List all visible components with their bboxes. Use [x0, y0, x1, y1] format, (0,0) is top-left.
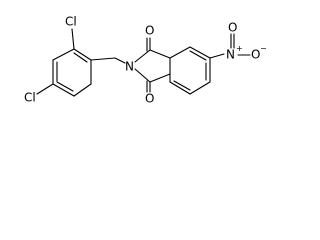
bond: [149, 73, 171, 83]
atom-n-nitro: N: [226, 48, 235, 62]
bonds: [36, 28, 251, 97]
atom-o-bottom: O: [145, 92, 154, 106]
bond: [189, 81, 211, 95]
bond: [149, 49, 171, 59]
bond: [209, 53, 225, 59]
bond: [73, 52, 88, 63]
charge-n-nitro: +: [236, 44, 243, 53]
bond: [134, 49, 151, 63]
atom-o-nitro-top: O: [228, 21, 237, 35]
bond: [52, 48, 75, 61]
bond: [189, 50, 207, 61]
bond: [73, 48, 92, 61]
bond: [114, 57, 126, 64]
bond: [73, 83, 92, 97]
atom-n-imide: N: [125, 60, 134, 74]
bond: [173, 80, 191, 91]
bond: [90, 57, 116, 61]
charge-o-nitro-right: −: [260, 44, 267, 53]
bond: [36, 83, 54, 95]
bond: [189, 46, 211, 59]
chemical-structure-diagram: Cl Cl N O O N + O O −: [24, 15, 267, 106]
atom-labels: Cl Cl N O O N + O O −: [24, 15, 267, 106]
bond: [52, 83, 75, 97]
bond: [56, 81, 74, 92]
atom-cl-top: Cl: [65, 15, 77, 29]
bond: [169, 81, 191, 95]
atom-o-top: O: [145, 24, 154, 38]
atom-o-nitro-right: O: [251, 48, 260, 62]
bond: [169, 46, 191, 59]
bond: [71, 28, 75, 50]
atom-cl-left: Cl: [24, 91, 36, 105]
bond: [134, 68, 151, 83]
